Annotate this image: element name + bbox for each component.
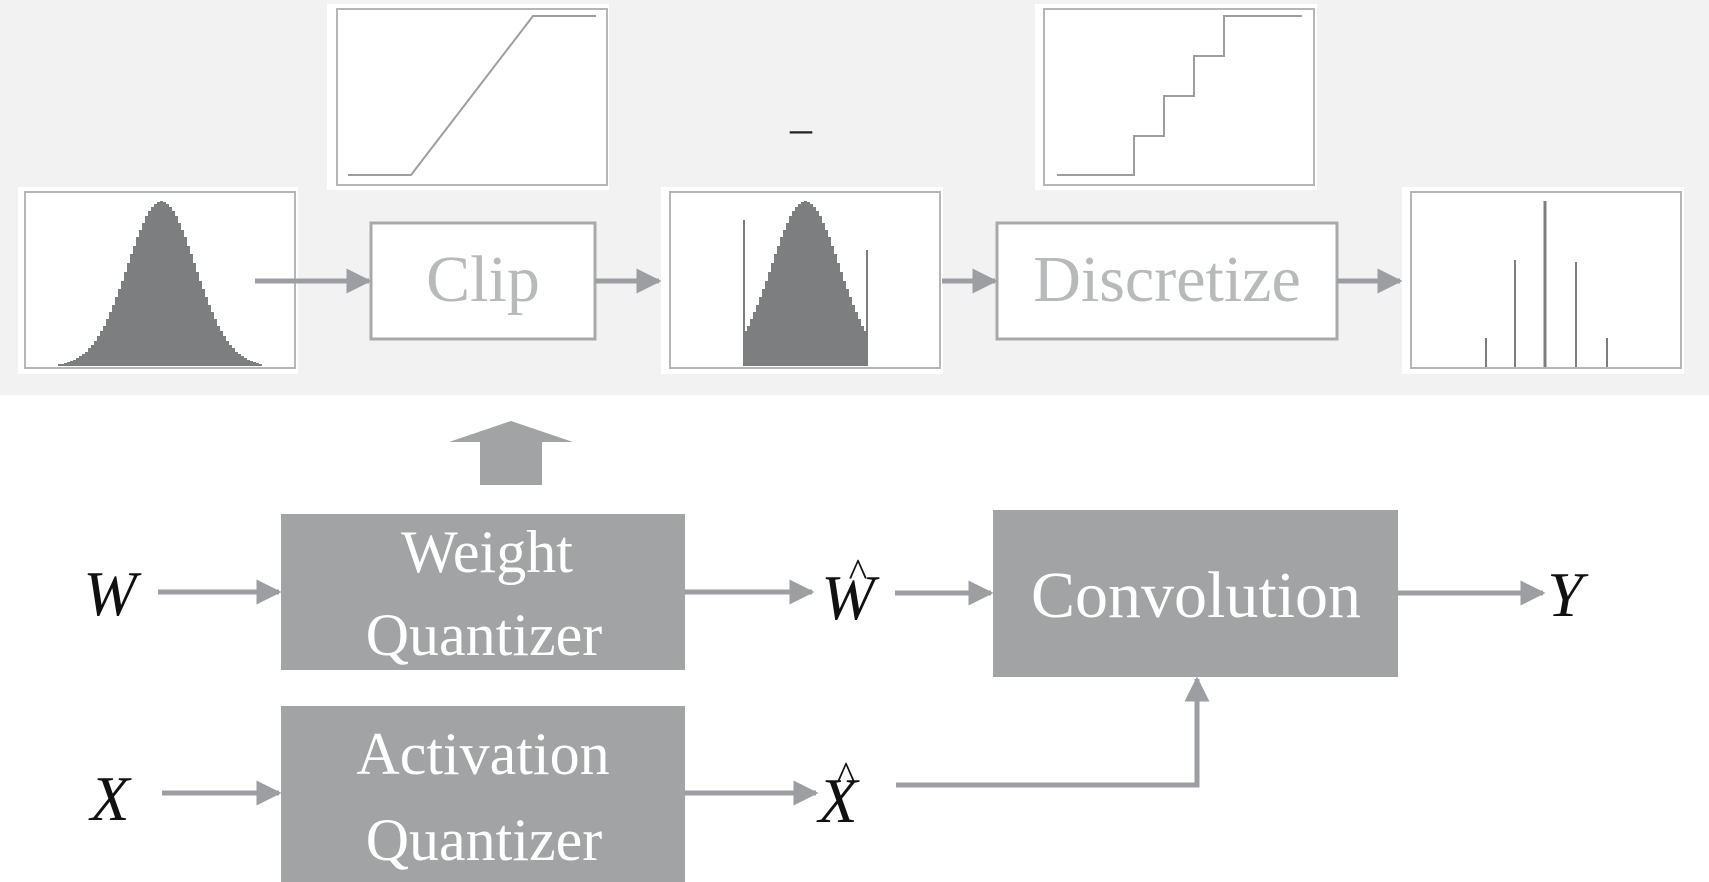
variable-w: W: [83, 558, 142, 629]
variable-x-hat: X: [815, 765, 860, 836]
weight-quantizer-line2: Quantizer: [366, 602, 603, 668]
activation-quantizer-line1: Activation: [356, 721, 609, 787]
input-distribution-plot: [18, 187, 298, 374]
staircase-curve: [1057, 15, 1302, 176]
convolution-block: Convolution: [993, 510, 1398, 677]
variable-w-hat: W: [821, 562, 880, 633]
clip-transfer-plot: [327, 4, 609, 190]
activation-quantizer-line2: Quantizer: [366, 807, 603, 873]
weight-quantizer-block: Weight Quantizer: [281, 514, 685, 670]
discretize-label: Discretize: [1033, 243, 1301, 316]
minus-sign: –: [789, 104, 813, 153]
variable-x: X: [87, 763, 132, 834]
clip-block: Clip: [369, 221, 597, 341]
convolution-label: Convolution: [1031, 559, 1361, 632]
x-hat-accent: ^: [837, 753, 856, 798]
discretize-block: Discretize: [995, 221, 1339, 341]
clip-label: Clip: [426, 243, 540, 316]
clipped-histogram-shape: [744, 201, 867, 366]
variable-y: Y: [1547, 559, 1589, 630]
discretize-transfer-plot: [1035, 4, 1317, 190]
clipped-distribution-plot: [661, 187, 943, 374]
arrow-x-hat-to-convolution: [896, 676, 1210, 788]
activation-quantizer-block: Activation Quantizer: [281, 706, 685, 882]
clip-transfer-curve: [348, 15, 596, 176]
weight-quantizer-line1: Weight: [401, 519, 573, 585]
w-hat-accent: ^: [849, 550, 868, 595]
input-histogram-shape: [58, 201, 262, 366]
discrete-distribution-plot: [1402, 187, 1684, 374]
expand-up-arrow-icon: [449, 421, 573, 485]
